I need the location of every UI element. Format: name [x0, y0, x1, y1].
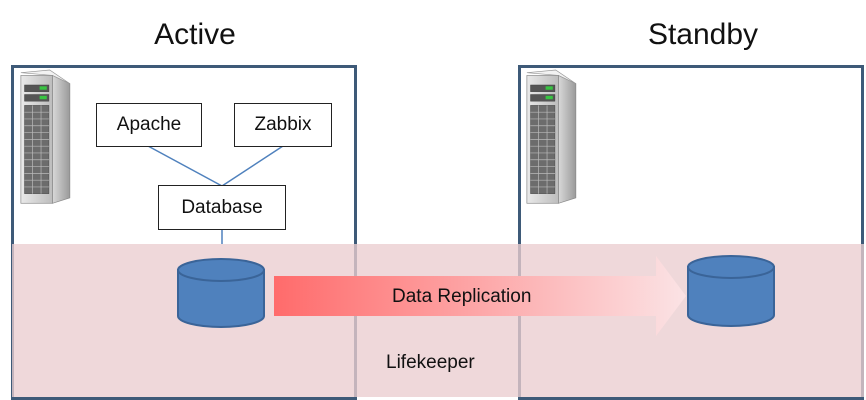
active-disk-icon [177, 258, 265, 328]
standby-disk-icon [687, 255, 775, 327]
database-box: Database [158, 185, 286, 230]
standby-title: Standby [647, 18, 759, 51]
apache-box: Apache [96, 103, 202, 147]
active-title: Active [154, 18, 236, 51]
lifekeeper-label: Lifekeeper [386, 352, 475, 373]
apache-to-database-line [147, 145, 223, 187]
replication-label: Data Replication [392, 286, 532, 307]
replication-arrow [274, 256, 686, 336]
zabbix-box: Zabbix [234, 103, 332, 147]
zabbix-to-database-line [221, 145, 284, 187]
